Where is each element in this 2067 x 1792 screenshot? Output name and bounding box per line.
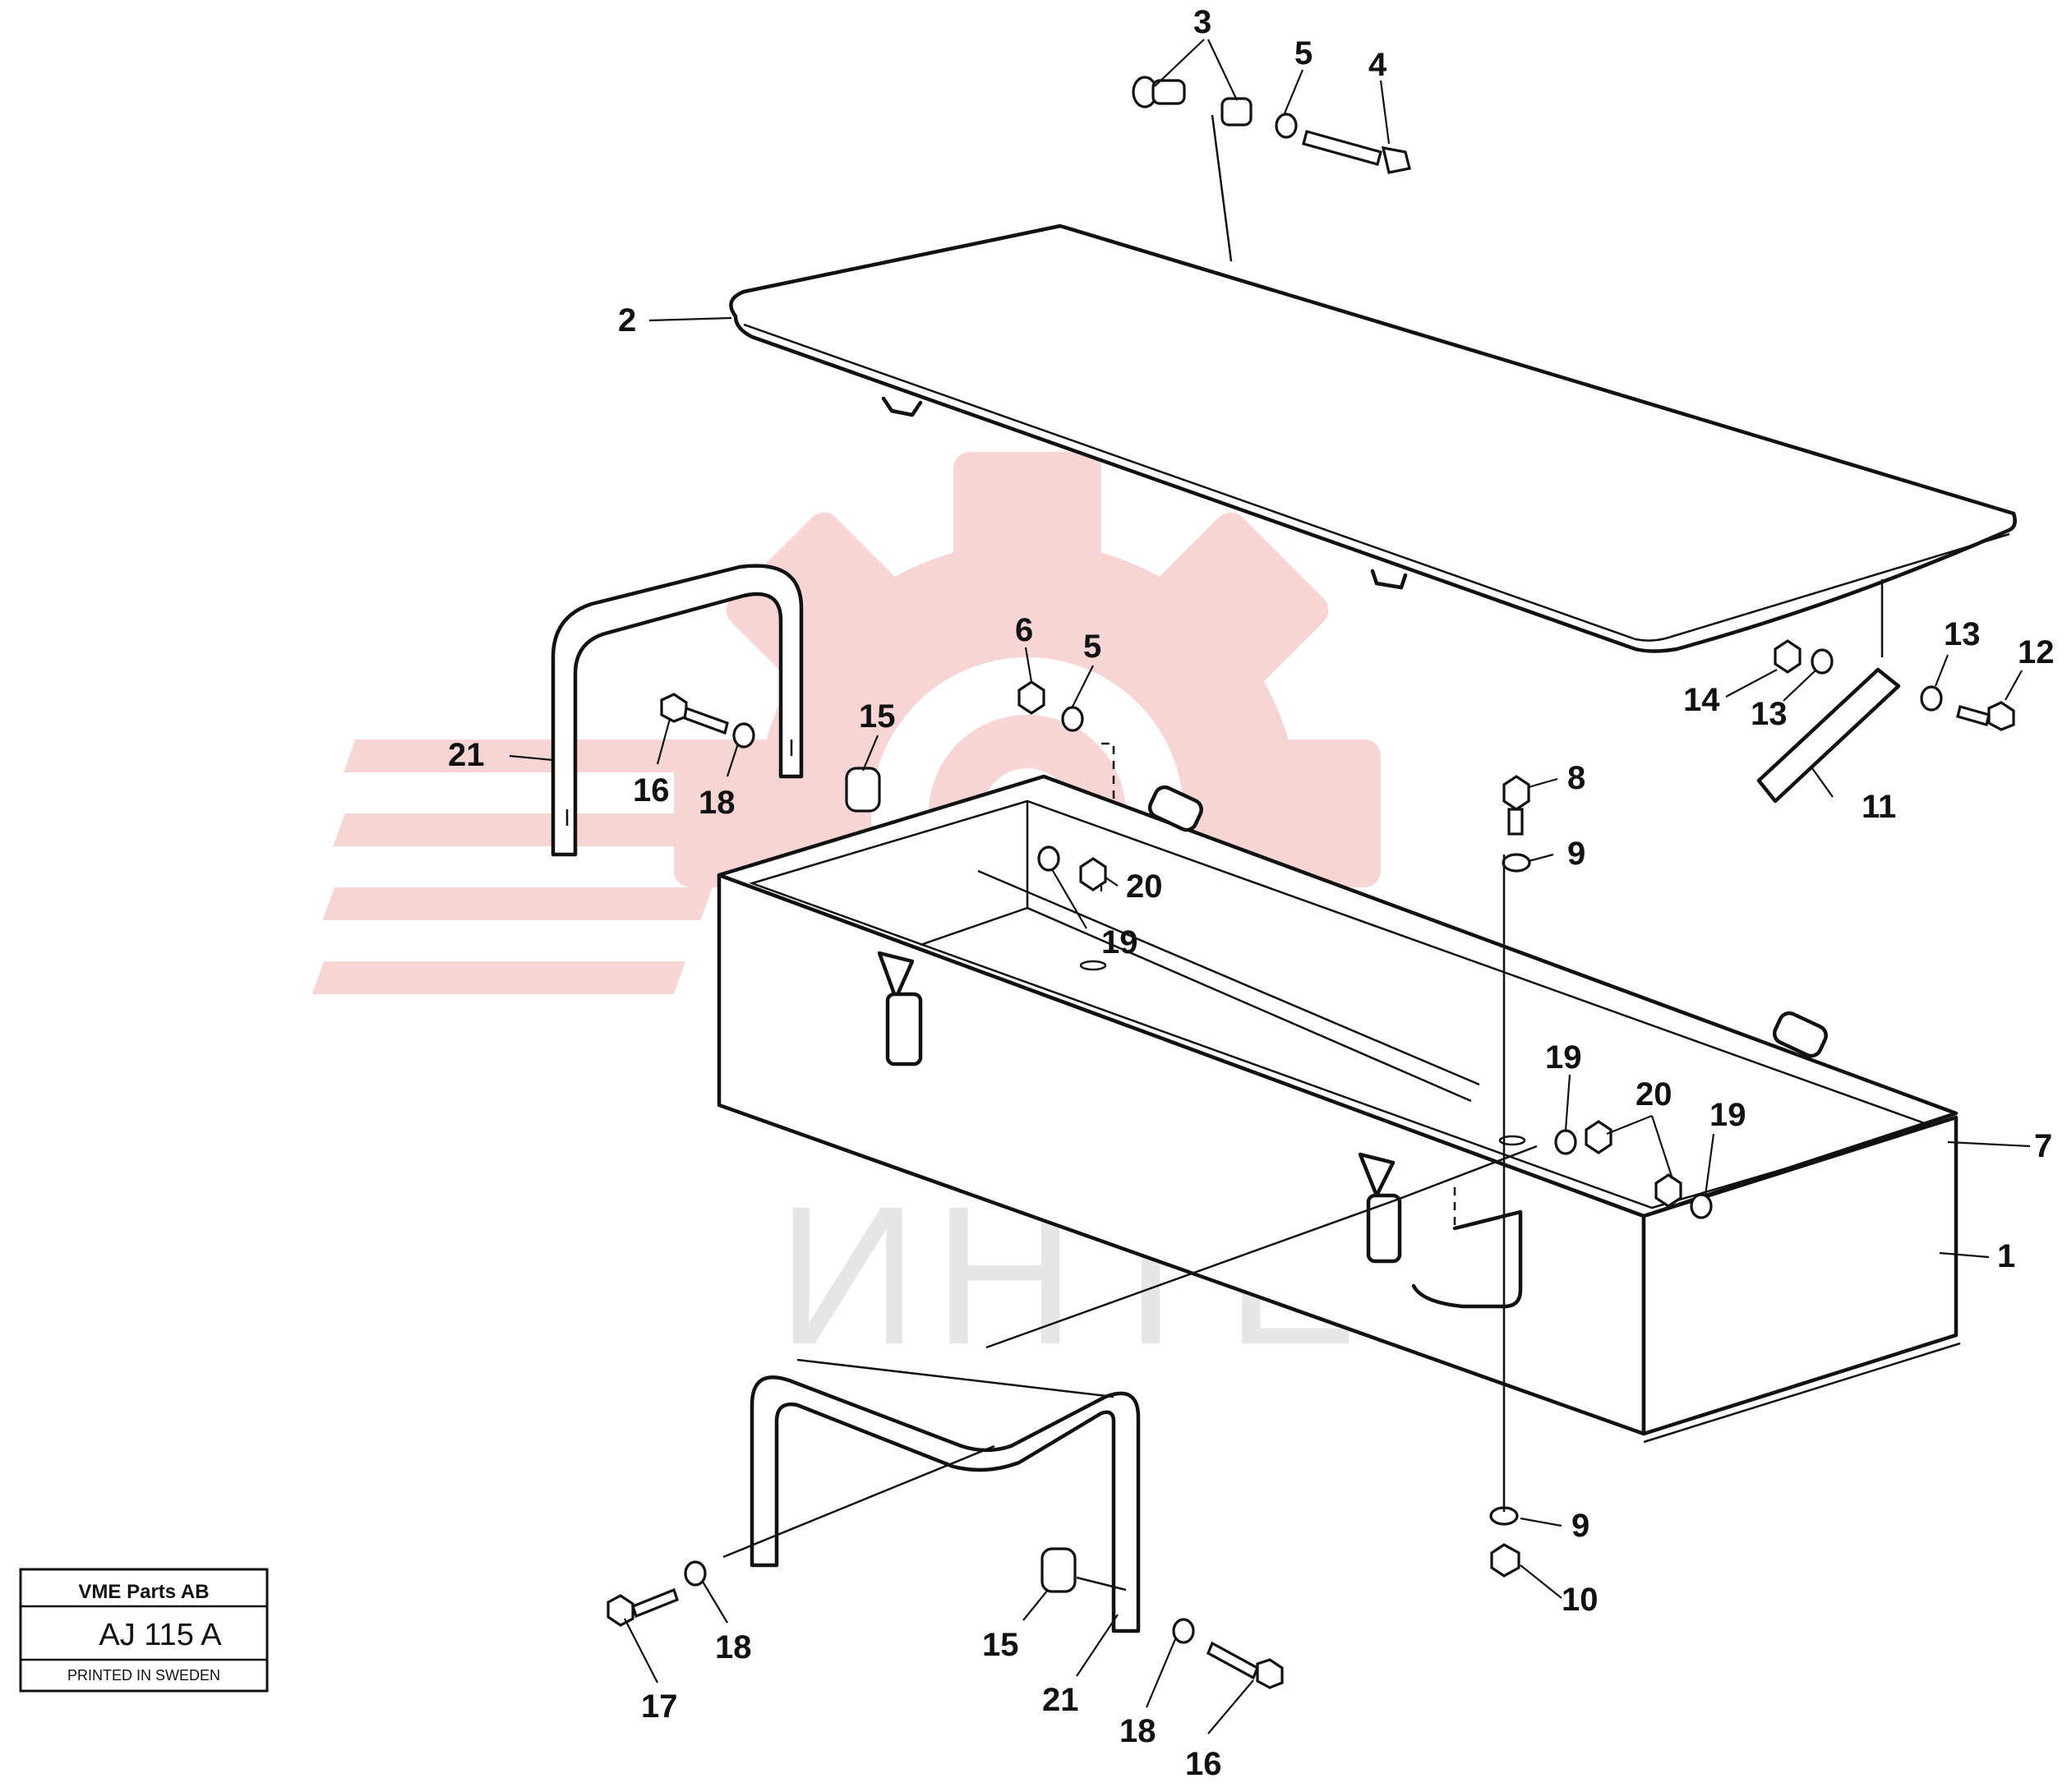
- callout-9b: 9: [1571, 1508, 1589, 1544]
- callout-2: 2: [618, 302, 636, 339]
- callout-4: 4: [1368, 47, 1387, 83]
- callout-13: 13: [1751, 696, 1788, 732]
- strap-part-11: [1756, 667, 1901, 804]
- callout-18b: 18: [715, 1629, 752, 1665]
- hardware-group: [607, 76, 2015, 1689]
- bracket-part-21-lower: [750, 1375, 1141, 1633]
- callout-5: 5: [1294, 35, 1313, 71]
- callout-19c: 19: [1709, 1097, 1746, 1133]
- callout-19: 19: [1101, 924, 1138, 960]
- callout-10: 10: [1562, 1582, 1599, 1618]
- callout-16: 16: [633, 772, 670, 808]
- box-part-1: [717, 742, 1961, 1444]
- company-name: VME Parts AB: [78, 1581, 209, 1603]
- callout-18: 18: [699, 785, 736, 821]
- callout-15b: 15: [982, 1627, 1019, 1663]
- callout-20: 20: [1126, 868, 1163, 905]
- callout-14: 14: [1683, 682, 1720, 718]
- callout-6: 6: [1015, 612, 1033, 648]
- callout-12: 12: [2018, 634, 2055, 670]
- leader-lines: [509, 39, 2031, 1734]
- title-block: VME Parts AB AJ 115 A PRINTED IN SWEDEN: [19, 1568, 269, 1693]
- callout-21b: 21: [1042, 1682, 1079, 1718]
- callout-7: 7: [2034, 1128, 2052, 1164]
- callout-8: 8: [1567, 760, 1585, 796]
- callout-17: 17: [641, 1688, 678, 1725]
- callout-labels: 3 5 4 2 6 5 15 21 16 18 20 19 8 9 14 13 …: [448, 4, 2055, 1782]
- bracket-part-21-upper: [551, 564, 804, 857]
- callout-3: 3: [1193, 4, 1211, 40]
- callout-5b: 5: [1083, 629, 1101, 665]
- callout-16b: 16: [1185, 1746, 1222, 1782]
- callout-15: 15: [859, 698, 896, 735]
- drawing-number: AJ 115 A: [99, 1618, 222, 1652]
- callout-19b: 19: [1545, 1039, 1582, 1076]
- printed-note: PRINTED IN SWEDEN: [67, 1667, 220, 1684]
- lid-part-2: [729, 223, 2017, 653]
- callout-13b: 13: [1944, 616, 1981, 652]
- callout-9: 9: [1567, 836, 1585, 872]
- callout-20b: 20: [1636, 1076, 1673, 1113]
- callout-11: 11: [1862, 789, 1896, 825]
- callout-21: 21: [448, 737, 485, 773]
- callout-18c: 18: [1119, 1713, 1156, 1749]
- callout-1: 1: [1997, 1238, 2015, 1274]
